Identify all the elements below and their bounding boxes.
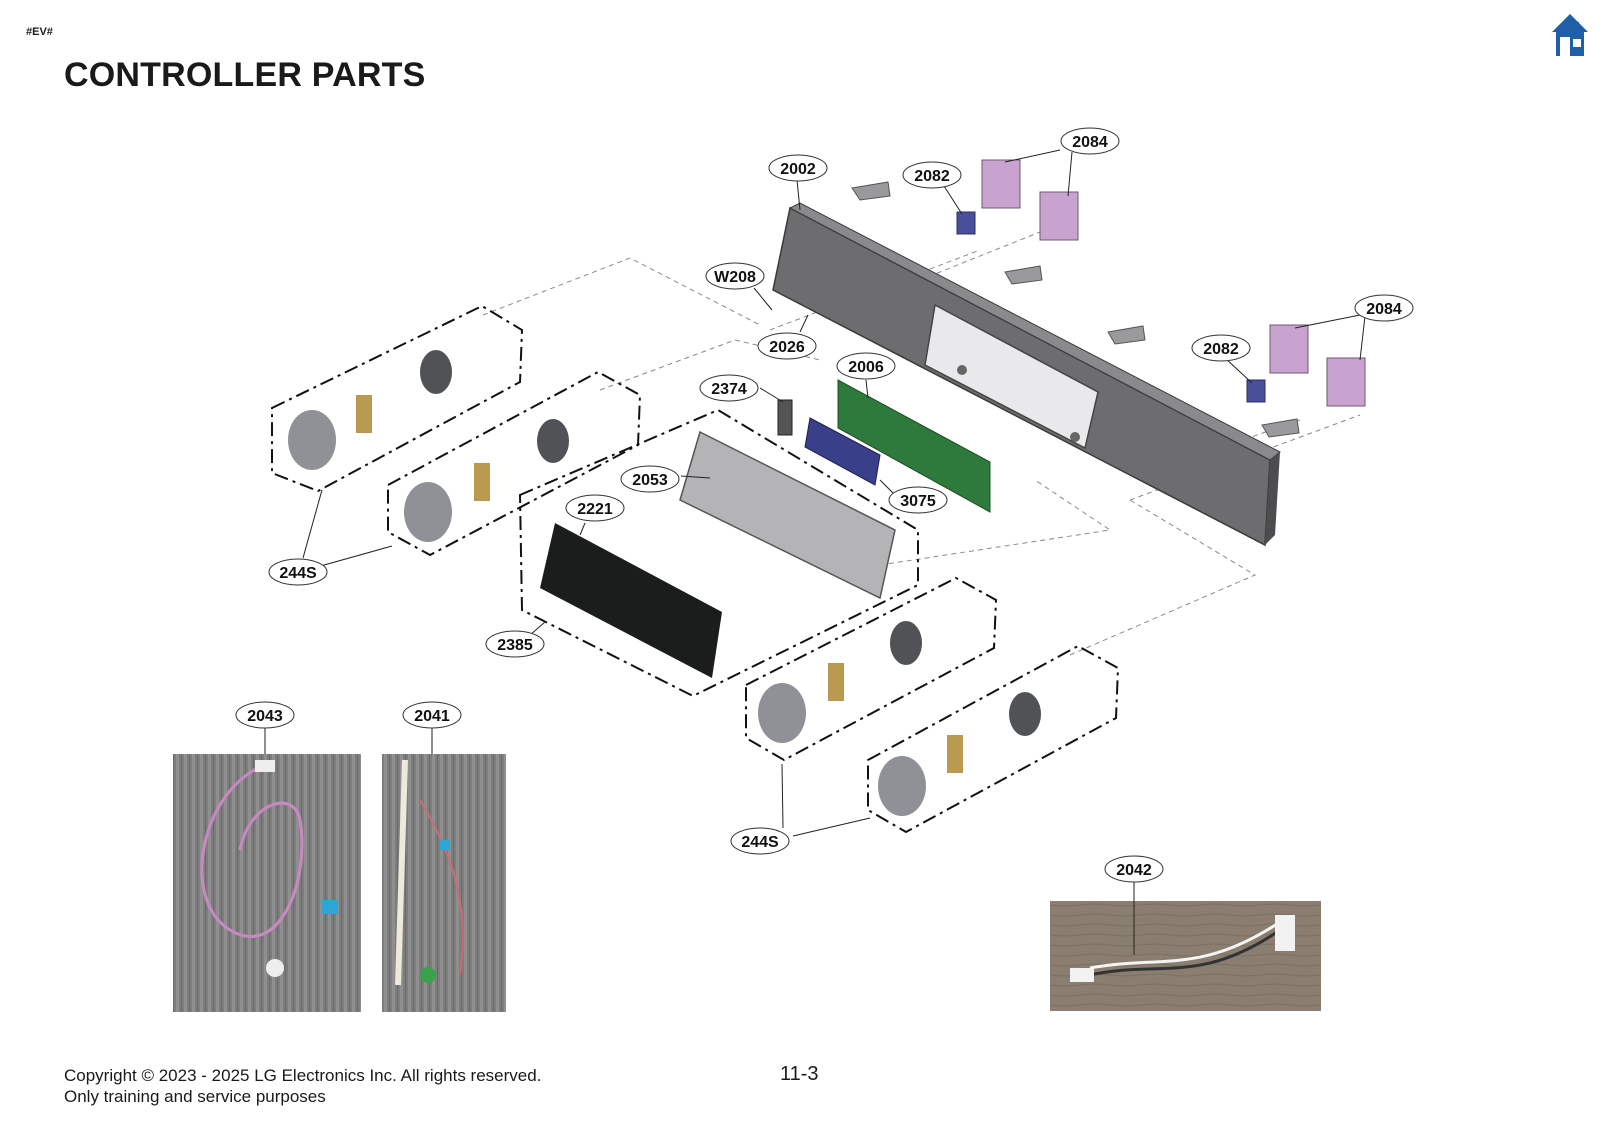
page-title: CONTROLLER PARTS bbox=[64, 56, 426, 94]
leader-lines bbox=[264, 149, 1366, 955]
callout-244s-left: 244S bbox=[268, 558, 328, 586]
svg-text:2041: 2041 bbox=[414, 708, 450, 725]
svg-text:2026: 2026 bbox=[769, 339, 805, 356]
svg-text:2082: 2082 bbox=[914, 168, 950, 185]
svg-text:2002: 2002 bbox=[780, 161, 816, 178]
svg-text:2374: 2374 bbox=[711, 381, 747, 398]
harness-photo-2042 bbox=[1050, 901, 1321, 1011]
svg-text:244S: 244S bbox=[741, 834, 779, 851]
svg-text:2084: 2084 bbox=[1072, 134, 1108, 151]
svg-text:2043: 2043 bbox=[247, 708, 283, 725]
mounting-brackets bbox=[851, 181, 1300, 438]
housing-2053 bbox=[679, 430, 896, 600]
callout-2374: 2374 bbox=[699, 374, 759, 402]
callout-2053: 2053 bbox=[620, 465, 680, 493]
purpose-text: Only training and service purposes bbox=[64, 1087, 326, 1106]
small-switches-2082 bbox=[956, 211, 1266, 403]
callouts: 2084 2002 2082 W208 2026 2006 2374 2084 bbox=[235, 127, 1414, 883]
callout-244s-right: 244S bbox=[730, 827, 790, 855]
callout-2002: 2002 bbox=[768, 154, 828, 182]
copyright-text: Copyright © 2023 - 2025 LG Electronics I… bbox=[64, 1066, 542, 1085]
callout-2084-top: 2084 bbox=[1060, 127, 1120, 155]
control-panel-2002 bbox=[772, 202, 1281, 547]
svg-text:2053: 2053 bbox=[632, 472, 668, 489]
harness-photo-2041 bbox=[382, 754, 506, 1012]
callout-2043: 2043 bbox=[235, 701, 295, 729]
callout-3075: 3075 bbox=[888, 486, 948, 514]
footer: Copyright © 2023 - 2025 LG Electronics I… bbox=[64, 1065, 541, 1107]
home-icon[interactable] bbox=[1550, 12, 1590, 58]
svg-text:2042: 2042 bbox=[1116, 862, 1152, 879]
callout-2082-top: 2082 bbox=[902, 161, 962, 189]
page-number: 11-3 bbox=[780, 1063, 819, 1085]
callout-2042: 2042 bbox=[1104, 855, 1164, 883]
assembly-boxes bbox=[271, 304, 1120, 834]
callout-2006: 2006 bbox=[836, 352, 896, 380]
svg-text:2385: 2385 bbox=[497, 637, 533, 654]
svg-text:244S: 244S bbox=[279, 565, 317, 582]
callout-2385: 2385 bbox=[485, 630, 545, 658]
document-tag: #EV# bbox=[26, 26, 53, 38]
svg-text:W208: W208 bbox=[714, 269, 756, 286]
svg-text:2006: 2006 bbox=[848, 359, 884, 376]
harness-photo-2043 bbox=[173, 754, 361, 1012]
svg-text:2082: 2082 bbox=[1203, 341, 1239, 358]
part-2374 bbox=[777, 399, 793, 436]
callout-2041: 2041 bbox=[402, 701, 462, 729]
knobs-and-encoders bbox=[288, 350, 1041, 816]
svg-text:2084: 2084 bbox=[1366, 301, 1402, 318]
svg-text:2221: 2221 bbox=[577, 501, 613, 518]
callout-2221: 2221 bbox=[565, 494, 625, 522]
part-3075 bbox=[804, 417, 881, 486]
pcb-2006 bbox=[837, 379, 991, 513]
callout-2082-right: 2082 bbox=[1191, 334, 1251, 362]
rotary-switches-2084 bbox=[981, 159, 1366, 407]
callout-2084-right: 2084 bbox=[1354, 294, 1414, 322]
callout-w208: W208 bbox=[705, 262, 765, 290]
callout-2026: 2026 bbox=[757, 332, 817, 360]
lens-2221 bbox=[540, 523, 722, 678]
svg-text:3075: 3075 bbox=[900, 493, 936, 510]
